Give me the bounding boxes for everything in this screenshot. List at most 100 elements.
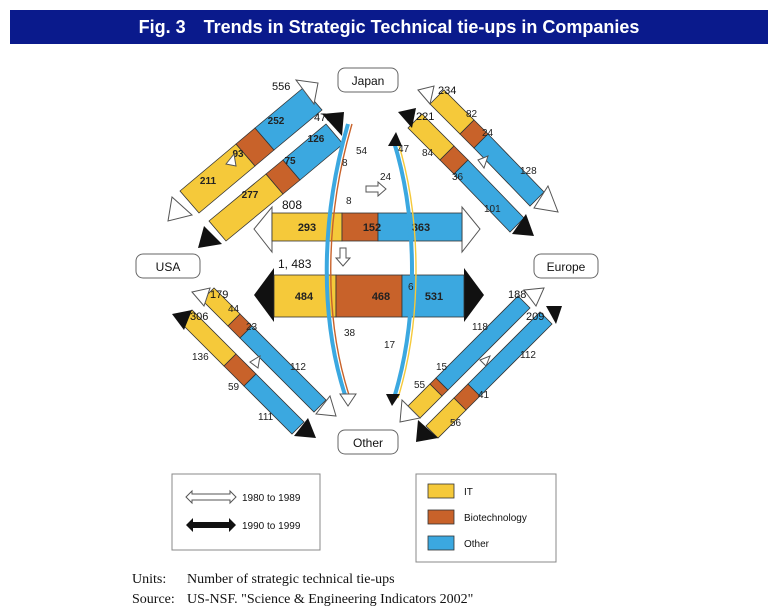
usa-japan-1980-other-value: 252: [268, 116, 285, 127]
japan-other-curve-2-head-bottom: [386, 394, 400, 406]
tieup-diagram: 808 293 152 363 1, 483 484 468 531 556 2…: [135, 67, 599, 563]
diagonal-arrow-icon-usa-japan: [225, 152, 237, 167]
units-note: Units: Number of strategic technical tie-…: [132, 572, 395, 588]
japan-europe-1980-bio-value: 24: [482, 128, 494, 139]
europe-other-1990-other-segment: [467, 311, 553, 397]
diagonal-arrow-icon-japan-europe: [477, 155, 489, 170]
solid-double-arrow-icon: [186, 518, 236, 532]
japan-other-b-value-b: 24: [380, 172, 392, 183]
japan-other-curve-1: [324, 123, 350, 399]
legend-periods: 1980 to 1989 1990 to 1999: [171, 473, 321, 551]
usa-europe-1990-total: 1, 483: [278, 257, 312, 271]
direction-marker-arrows: [225, 152, 491, 369]
japan-other-curve-2-head-top: [388, 132, 402, 146]
japan-other-b-value-c: 6: [408, 282, 414, 293]
europe-other-1990-total: 209: [526, 311, 544, 323]
japan-europe-1990-other-value: 101: [484, 204, 501, 215]
europe-other-1990-head-other: [416, 420, 438, 442]
usa-japan-1980-flow: 556 211 93 252: [167, 79, 323, 222]
usa-europe-1980-it-value: 293: [298, 222, 316, 234]
europe-other-1980-bio-value: 15: [436, 362, 448, 373]
japan-europe-1990-bio-value: 36: [452, 172, 464, 183]
europe-other-1980-flow: 188 55 15 118: [399, 287, 545, 423]
japan-other-links: 8 54 8 38 47 24 6 17: [324, 123, 417, 407]
usa-other-1990-it-value: 136: [192, 352, 209, 363]
usa-other-1990-other-value: 111: [258, 412, 274, 423]
legend-bio-label: Biotechnology: [464, 513, 527, 524]
europe-other-1990-other-value: 112: [520, 350, 536, 361]
usa-europe-1980-bio-value: 152: [363, 222, 381, 234]
legend-it-label: IT: [464, 487, 473, 498]
hollow-double-arrow-icon: [185, 489, 237, 505]
diagonal-arrow-icon-europe-other: [479, 355, 491, 367]
region-other: Other: [337, 429, 399, 455]
legend-period-1990-label: 1990 to 1999: [242, 521, 301, 532]
japan-other-curve-2-edge: [397, 141, 417, 399]
usa-europe-1980-other-segment: [377, 212, 463, 242]
europe-other-1990-bio-value: 41: [478, 390, 490, 401]
japan-europe-1990-it-value: 84: [422, 148, 434, 159]
japan-other-b-value-a: 47: [398, 144, 410, 155]
source-key: Source:: [132, 592, 175, 607]
source-value: US-NSF. "Science & Engineering Indicator…: [187, 592, 474, 607]
usa-japan-1990-it-value: 277: [242, 190, 259, 201]
usa-europe-1990-right-head: [464, 268, 484, 322]
region-japan-label: Japan: [352, 74, 385, 88]
usa-japan-1980-other-segment: [254, 87, 323, 151]
usa-japan-1990-total: 478: [314, 112, 332, 124]
usa-japan-1980-head-japan: [294, 79, 319, 106]
japan-europe-1980-flow: 234 82 24 128: [417, 85, 559, 213]
usa-other-1980-total: 179: [210, 289, 228, 301]
usa-other-1980-flow: 179 44 23 112: [191, 287, 337, 417]
usa-other-1990-head-other: [294, 418, 316, 438]
japan-europe-1980-total: 234: [438, 85, 456, 97]
japan-other-b-value-d: 17: [384, 340, 396, 351]
right-arrow-icon: [365, 180, 387, 198]
usa-europe-1990-bio-segment: [335, 274, 403, 318]
japan-europe-1990-total: 221: [416, 111, 434, 123]
japan-europe-1990-head-japan: [398, 108, 416, 128]
legend-periods-box: [171, 473, 321, 551]
japan-other-value-b: 54: [356, 146, 368, 157]
region-europe-label: Europe: [547, 260, 586, 274]
diagonal-arrow-icon-usa-other: [249, 355, 261, 369]
europe-other-1980-it-value: 55: [414, 380, 426, 391]
source-note: Source: US-NSF. "Science & Engineering In…: [132, 592, 473, 608]
units-value: Number of strategic technical tie-ups: [187, 572, 395, 587]
down-arrow-icon: [334, 247, 352, 267]
region-europe-box: [533, 253, 599, 279]
japan-europe-1990-flow: 221 84 36 101: [398, 108, 534, 236]
usa-other-1980-bio-value: 23: [246, 322, 258, 333]
legend-fields: IT Biotechnology Other: [415, 473, 557, 563]
usa-japan-1990-flow: 478 277 75 126: [198, 112, 344, 248]
usa-europe-1990-flow: 1, 483 484 468 531: [254, 257, 484, 322]
usa-other-1990-flow: 306 136 59 111: [172, 309, 316, 438]
europe-other-1980-other-value: 118: [472, 322, 488, 333]
usa-europe-1980-other-value: 363: [412, 222, 430, 234]
japan-europe-1980-head-europe: [533, 184, 559, 213]
japan-other-value-a: 8: [342, 158, 348, 169]
legend-other-swatch: [427, 535, 455, 551]
region-other-label: Other: [353, 436, 383, 450]
europe-other-1980-total: 188: [508, 289, 526, 301]
units-key: Units:: [132, 572, 167, 587]
usa-japan-1980-head-usa: [167, 196, 194, 222]
europe-other-1990-head-europe: [546, 306, 562, 324]
usa-europe-1980-flow: 808 293 152 363: [253, 198, 481, 254]
usa-europe-1980-right-head: [461, 205, 481, 254]
europe-other-1990-flow: 209 56 41 112: [416, 306, 562, 442]
europe-other-1990-it-value: 56: [450, 418, 462, 429]
japan-europe-1980-head-japan: [417, 85, 435, 106]
region-europe: Europe: [533, 253, 599, 279]
figure-title: Fig. 3 Trends in Strategic Technical tie…: [10, 10, 768, 44]
japan-other-curve-2: [392, 141, 414, 399]
japan-other-value-d: 38: [344, 328, 356, 339]
japan-europe-1980-it-value: 82: [466, 109, 478, 120]
usa-europe-1990-it-value: 484: [295, 291, 314, 303]
usa-other-1990-bio-value: 59: [228, 382, 240, 393]
usa-other-1990-other-segment: [243, 373, 305, 435]
region-usa: USA: [135, 253, 201, 279]
region-usa-box: [135, 253, 201, 279]
japan-europe-1980-other-value: 128: [520, 166, 537, 177]
legend-it-swatch: [427, 483, 455, 499]
